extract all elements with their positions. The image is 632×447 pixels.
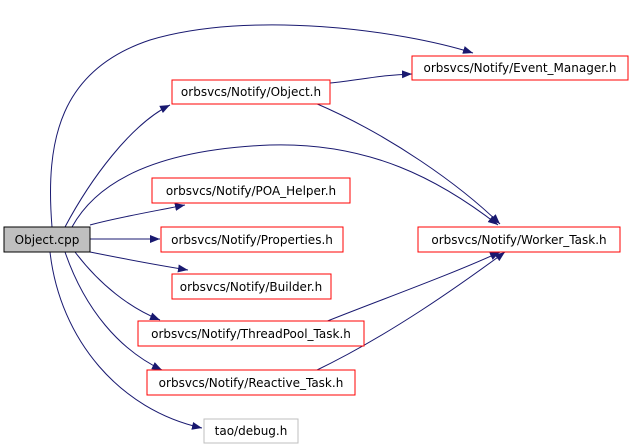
node-label: orbsvcs/Notify/Properties.h — [171, 233, 333, 247]
node-properties-h[interactable]: orbsvcs/Notify/Properties.h — [160, 226, 344, 253]
node-threadpool-task-h[interactable]: orbsvcs/Notify/ThreadPool_Task.h — [137, 320, 365, 347]
node-poa-helper-h[interactable]: orbsvcs/Notify/POA_Helper.h — [151, 177, 351, 204]
edge-object-cpp-to-object-h — [64, 104, 171, 228]
edge-object-h-to-event-manager — [329, 70, 413, 84]
node-label: orbsvcs/Notify/Builder.h — [180, 280, 322, 294]
node-label: orbsvcs/Notify/Event_Manager.h — [424, 61, 617, 75]
node-debug-h[interactable]: tao/debug.h — [203, 418, 299, 444]
edge-object-cpp-to-reactive-task — [64, 251, 163, 371]
edge-reactive-task-to-worker-task — [314, 251, 506, 372]
node-object-cpp[interactable]: Object.cpp — [3, 226, 91, 253]
node-worker-task-h[interactable]: orbsvcs/Notify/Worker_Task.h — [417, 226, 621, 253]
node-label: orbsvcs/Notify/Object.h — [181, 85, 321, 99]
node-event-manager-h[interactable]: orbsvcs/Notify/Event_Manager.h — [411, 55, 629, 81]
node-label: orbsvcs/Notify/ThreadPool_Task.h — [151, 327, 351, 341]
node-label: orbsvcs/Notify/POA_Helper.h — [166, 184, 336, 198]
node-label: orbsvcs/Notify/Worker_Task.h — [431, 233, 606, 247]
node-label: orbsvcs/Notify/Reactive_Task.h — [159, 376, 344, 390]
node-label: Object.cpp — [15, 233, 80, 247]
node-object-h[interactable]: orbsvcs/Notify/Object.h — [171, 79, 331, 105]
edge-object-h-to-worker-task — [314, 102, 501, 225]
edge-object-cpp-to-event-manager — [50, 24, 474, 228]
edge-threadpool-task-to-worker-task — [324, 251, 501, 323]
edge-object-cpp-to-builder — [89, 251, 189, 273]
edge-object-cpp-to-worker-task — [71, 144, 499, 228]
node-builder-h[interactable]: orbsvcs/Notify/Builder.h — [171, 273, 332, 300]
edge-object-cpp-to-poa-helper — [89, 203, 186, 226]
node-label: tao/debug.h — [215, 424, 288, 438]
edge-object-cpp-to-threadpool-task — [74, 251, 161, 321]
edge-object-cpp-to-debug — [49, 251, 203, 430]
node-reactive-task-h[interactable]: orbsvcs/Notify/Reactive_Task.h — [146, 369, 356, 396]
